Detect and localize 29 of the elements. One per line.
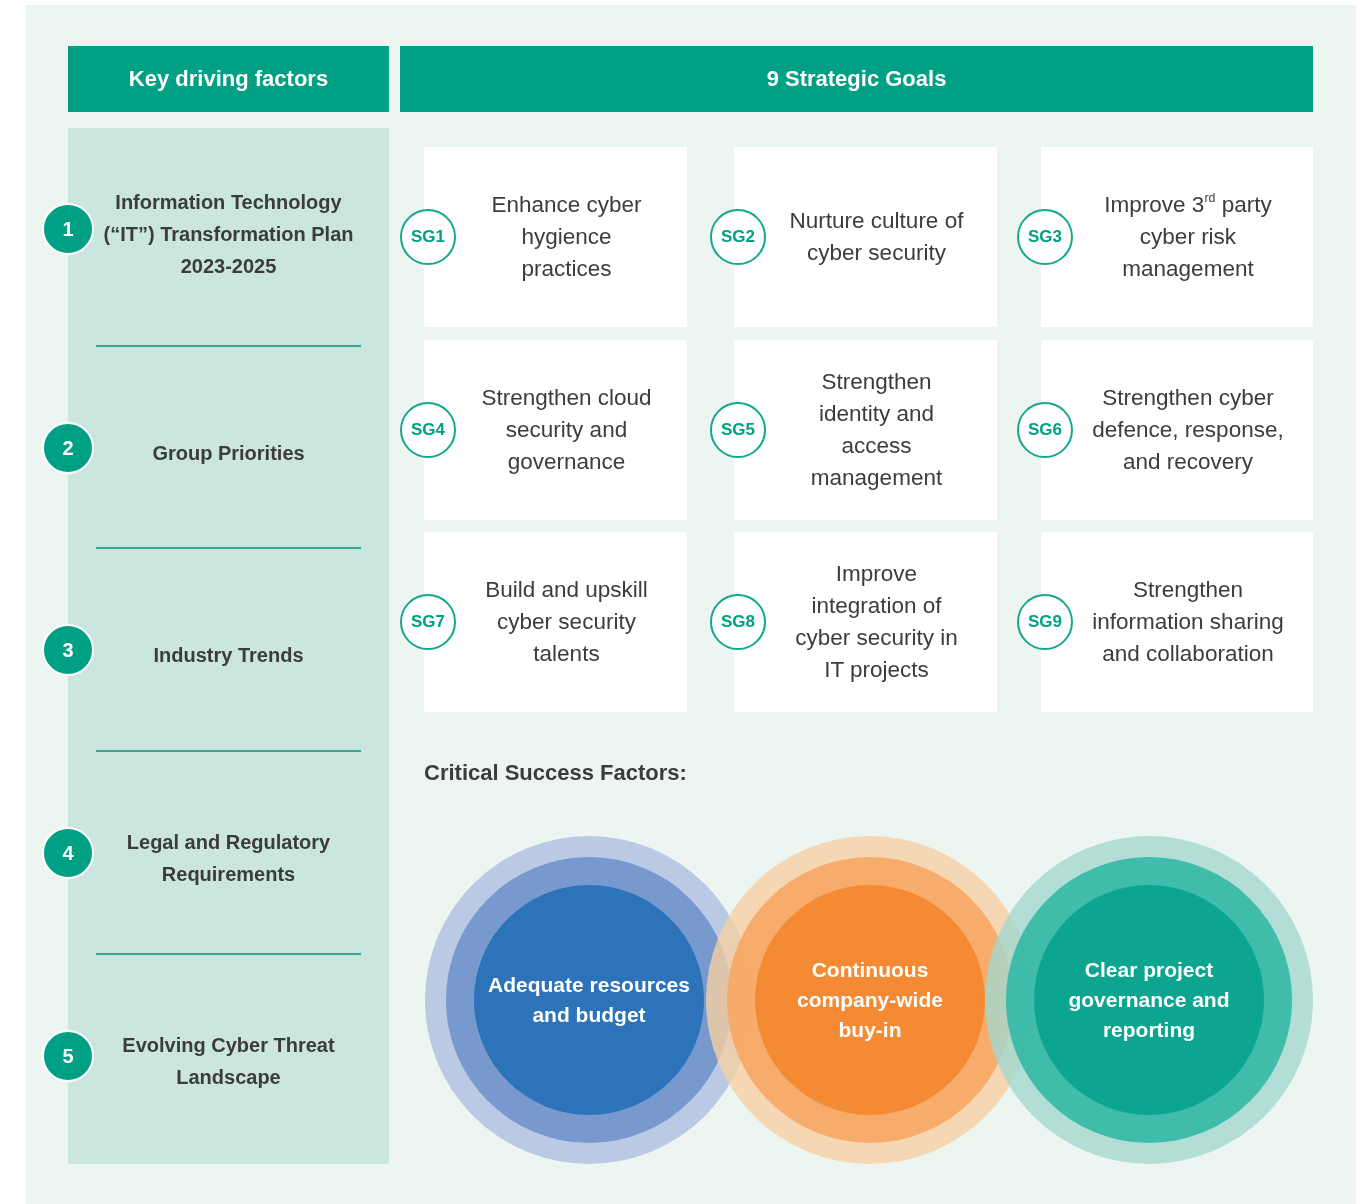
goal-badge: SG2 [710, 209, 766, 265]
section-heading: Critical Success Factors: [424, 760, 687, 786]
goal-text: Strengthen information sharing and collaboration [1091, 576, 1285, 668]
goal-text: Strengthen identity and access management [809, 368, 944, 492]
success-factor-text: Clear project governance and reporting [1067, 957, 1231, 1043]
goal-badge: SG3 [1017, 209, 1073, 265]
goal-text: Strengthen cloud security and governance [480, 384, 653, 476]
column-header: Key driving factors [68, 46, 389, 112]
goal-badge: SG5 [710, 402, 766, 458]
goal-text: Improve integration of cyber security in IT projects [794, 560, 959, 684]
goal-text: Strengthen cyber defence, response, and recovery [1091, 384, 1285, 476]
goal-badge: SG6 [1017, 402, 1073, 458]
factor-title: Information Technology (“IT”) Transformation Plan 2023-2025 [96, 159, 361, 309]
goal-badge: SG9 [1017, 594, 1073, 650]
goal-badge: SG7 [400, 594, 456, 650]
goal-text: Improve 3$^{rd}$ party cyber risk management [1103, 190, 1273, 283]
success-factor-text: Adequate resources and budget [487, 972, 691, 1028]
goal-badge: SG4 [400, 402, 456, 458]
success-factor-text: Continuous company-wide buy-in [796, 957, 944, 1043]
goal-text: Build and upskill cyber security talents [484, 576, 649, 668]
factor-title: Group Priorities [96, 398, 361, 508]
factor-title: Evolving Cyber Threat Landscape [96, 1006, 361, 1116]
column-header: 9 Strategic Goals [400, 46, 1313, 112]
goal-text: Enhance cyber hygience practices [490, 191, 643, 283]
goal-text: Nurture culture of cyber security [788, 207, 965, 267]
goal-badge: SG8 [710, 594, 766, 650]
goal-badge: SG1 [400, 209, 456, 265]
factor-title: Legal and Regulatory Requirements [96, 803, 361, 913]
factor-title: Industry Trends [96, 600, 361, 710]
